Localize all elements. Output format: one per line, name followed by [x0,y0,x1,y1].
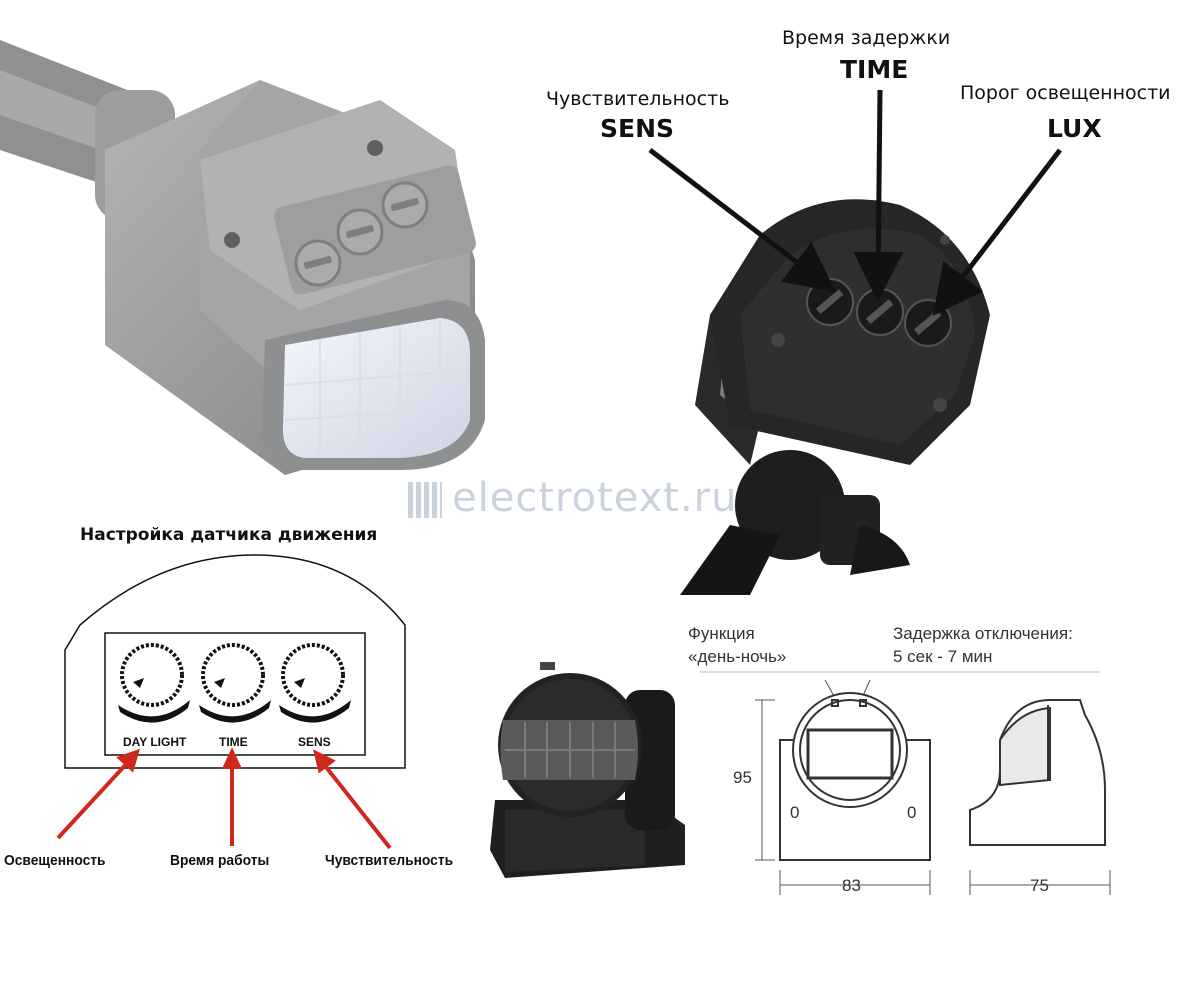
knob-daylight [118,643,190,723]
arrow-time [853,89,904,302]
arrow-sens [320,760,392,850]
knob-label-daylight: DAY LIGHT [123,735,187,749]
dimension-drawings [700,671,1111,895]
arrow-daylight [56,758,132,840]
screw [940,235,950,245]
gray-sensor-illustration [0,40,485,475]
label-time-ru: Время задержки [782,27,951,49]
knob-label-sens: SENS [298,735,331,749]
settings-diagram [56,554,406,850]
label-time-en: TIME [840,55,909,84]
top-right-arrows [648,89,1062,316]
dimension-width-side: 75 [1030,876,1049,895]
label-lux-ru: Порог освещенности [960,82,1171,104]
zero-mark-left: 0 [790,803,800,822]
knob-sens [279,643,351,723]
watermark: electrotext.ru [408,475,738,521]
motion-lens [282,318,470,458]
label-sens-ru: Чувствительность [546,88,730,110]
screw [933,398,947,412]
callout-sensitivity: Чувствительность [325,852,454,869]
delay-label-line1: Задержка отключения: [893,624,1073,643]
screw-hole [367,140,383,156]
settings-title: Настройка датчика движения [80,525,378,545]
side-view [969,699,1106,846]
delay-label-line2: 5 сек - 7 мин [893,647,993,666]
front-view [779,692,931,861]
dimension-height: 95 [733,768,752,787]
dimension-width-front: 83 [842,876,861,895]
black-sensor-illustration [680,199,990,595]
function-label-line2: «день-ночь» [688,647,787,666]
callout-illumination: Освещенность [4,852,106,869]
screw-hole [224,232,240,248]
watermark-text: electrotext.ru [452,475,738,521]
callout-work-time: Время работы [170,852,270,869]
function-label-line1: Функция [688,624,755,643]
arrow-sens [648,148,836,293]
arrow-lux [932,148,1062,316]
knob-time [199,643,271,723]
screw [771,333,785,347]
knob-label-time: TIME [219,735,248,749]
zero-mark-right: 0 [907,803,917,822]
label-lux-en: LUX [1047,114,1102,143]
housing-outline [64,554,406,769]
watermark-logo-icon [408,482,442,518]
label-sens-en: SENS [600,114,675,143]
small-black-sensor-illustration [490,662,685,878]
